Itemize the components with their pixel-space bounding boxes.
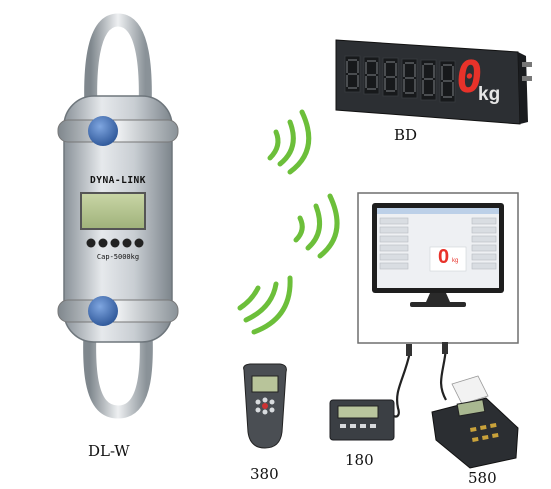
button-icon [98, 238, 108, 248]
wireless-waves [237, 109, 340, 335]
big-display-unit: kg [478, 84, 501, 105]
caption-180: 180 [345, 451, 374, 469]
monitor-reading: 0 [438, 246, 450, 268]
button-icon [110, 238, 120, 248]
caption-580: 580 [468, 469, 497, 487]
button-icon [122, 238, 132, 248]
computer-monitor [357, 192, 519, 344]
big-display [335, 39, 532, 125]
lcd-screen [80, 192, 146, 230]
cables [386, 342, 448, 418]
dynamometer [57, 13, 179, 419]
device-capacity-label: Cap-5000kg [96, 253, 140, 261]
bottom-shackle [83, 299, 153, 419]
button-icon [134, 238, 144, 248]
printer-580 [431, 375, 519, 469]
device-brand-label: DYNA-LINK [90, 175, 146, 186]
bolt-icon [88, 116, 118, 146]
bolt-icon [88, 296, 118, 326]
handheld-380 [243, 363, 287, 449]
button-icon [86, 238, 96, 248]
indicator-180 [329, 399, 395, 441]
caption-380: 380 [250, 465, 279, 483]
caption-bd: BD [394, 126, 418, 144]
monitor-unit: kg [452, 258, 459, 264]
caption-dl-w: DL-W [88, 442, 130, 460]
top-shackle [84, 13, 152, 129]
